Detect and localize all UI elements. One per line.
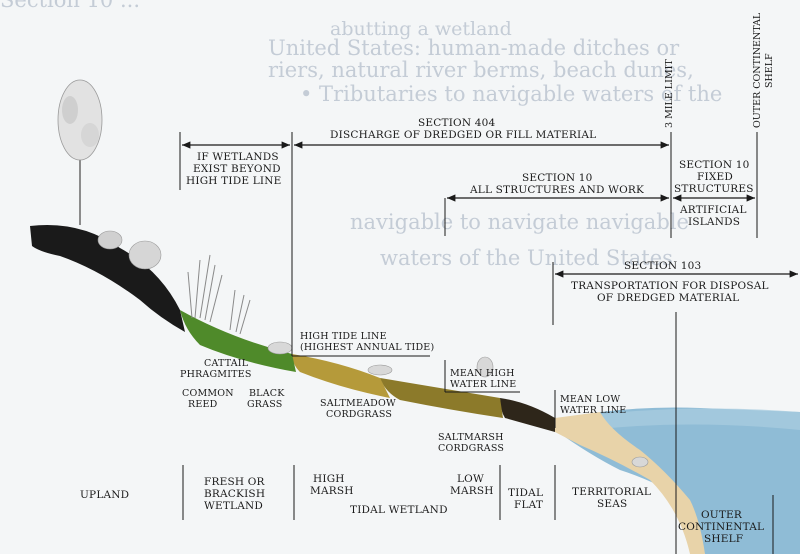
high-tide-label-1: HIGH TIDE LINE	[300, 331, 387, 342]
ghost-text-2: United States: human-made ditches or	[268, 36, 680, 60]
saltmeadow-label-1: SALTMEADOW	[320, 398, 396, 409]
ghost-text-4: • Tributaries to navigable waters of the	[300, 82, 723, 106]
zone-fresh-1: FRESH OR	[204, 476, 265, 488]
zone-tidal-flat-1: TIDAL	[508, 487, 544, 499]
artificial-islands-1: ARTIFICIAL	[680, 204, 747, 216]
high-marsh-soil	[292, 354, 390, 398]
upland-soil	[30, 224, 185, 332]
ghost-text-5: navigable to navigate navigable	[350, 210, 689, 234]
section10-fixed-line3: STRUCTURES	[674, 183, 754, 195]
common-reed-label-2: REED	[188, 399, 218, 410]
cattail-label-2: PHRAGMITES	[180, 369, 252, 380]
outer-shelf-vertical-label-1: OUTER CONTINENTAL	[752, 12, 763, 128]
ghost-text-6: waters of the United States	[380, 246, 673, 270]
wetlands-beyond-2: EXIST BEYOND	[193, 163, 281, 175]
three-mile-limit-label: 3 MILE LIMIT	[664, 59, 675, 128]
mean-low-water-1: MEAN LOW	[560, 394, 621, 405]
zone-upland: UPLAND	[80, 489, 130, 501]
wetlands-beyond-1: IF WETLANDS	[197, 151, 279, 163]
zone-high-marsh-2: MARSH	[310, 485, 354, 497]
grass-tufts	[267, 341, 649, 468]
black-grass-label-1: BLACK	[249, 388, 285, 399]
cattail-label-1: CATTAIL	[204, 358, 249, 369]
ghost-text-0: Section 10 ...	[0, 0, 140, 12]
common-reed-label-1: COMMON	[182, 388, 234, 399]
beach-sand	[555, 412, 705, 554]
high-tide-label-2: (HIGHEST ANNUAL TIDE)	[300, 342, 435, 353]
black-grass-label-2: GRASS	[247, 399, 283, 410]
zone-fresh-2: BRACKISH	[204, 488, 266, 500]
section103-desc2: OF DREDGED MATERIAL	[597, 292, 740, 304]
section10-all-title: SECTION 10	[522, 172, 593, 184]
section404-desc: DISCHARGE OF DREDGED OR FILL MATERIAL	[330, 129, 597, 141]
section103-desc1: TRANSPORTATION FOR DISPOSAL	[571, 280, 769, 292]
zone-territorial-1: TERRITORIAL	[572, 486, 652, 498]
upland-shrubs	[97, 230, 162, 270]
section10-all-desc: ALL STRUCTURES AND WORK	[470, 184, 645, 196]
section404-title: SECTION 404	[418, 117, 496, 129]
zone-territorial-2: SEAS	[597, 498, 628, 510]
cattail-plants	[187, 254, 251, 335]
ocean-surface-shade	[600, 408, 800, 430]
upland-tree	[57, 79, 103, 225]
section10-fixed-title: SECTION 10	[679, 159, 750, 171]
fresh-wetland-soil	[180, 310, 296, 372]
wetlands-beyond-3: HIGH TIDE LINE	[186, 175, 282, 187]
saltmarsh-label-2: CORDGRASS	[438, 443, 505, 454]
zone-tidal-flat-2: FLAT	[514, 499, 544, 511]
section10-fixed-line2: FIXED	[697, 171, 733, 183]
mean-low-water-2: WATER LINE	[560, 405, 627, 416]
low-marsh-soil	[380, 378, 503, 418]
zone-outer-2: CONTINENTAL	[678, 521, 765, 533]
zone-low-marsh-2: MARSH	[450, 485, 494, 497]
ghost-text-1: abutting a wetland	[330, 18, 512, 40]
saltmeadow-label-2: CORDGRASS	[326, 409, 393, 420]
outer-shelf-vertical-label-2: SHELF	[764, 53, 775, 88]
zone-outer-3: SHELF	[704, 533, 744, 545]
zone-outer-1: OUTER	[701, 509, 743, 521]
artificial-islands-2: ISLANDS	[688, 216, 741, 228]
mean-high-water-1: MEAN HIGH	[450, 368, 515, 379]
zone-fresh-3: WETLAND	[204, 500, 264, 512]
zone-low-marsh-1: LOW	[457, 473, 484, 485]
zone-tidal-wetland: TIDAL WETLAND	[350, 504, 448, 516]
section103-title: SECTION 103	[624, 260, 702, 272]
tidal-flat-soil	[500, 398, 555, 432]
zone-high-marsh-1: HIGH	[313, 473, 345, 485]
saltmarsh-label-1: SALTMARSH	[438, 432, 504, 443]
ghost-text-3: riers, natural river berms, beach dunes,	[268, 58, 694, 82]
mean-high-water-2: WATER LINE	[450, 379, 517, 390]
